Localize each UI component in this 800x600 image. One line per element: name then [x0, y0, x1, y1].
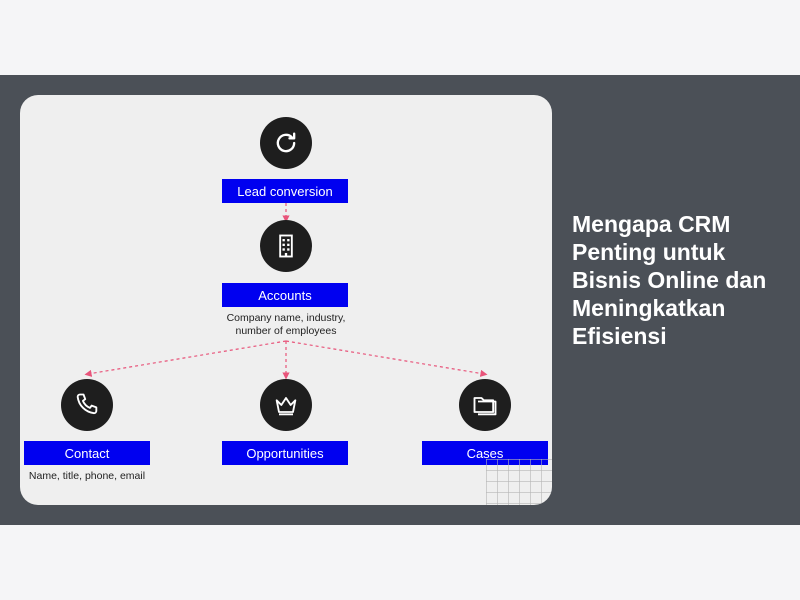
crown-icon [260, 379, 312, 431]
crm-diagram-card: Lead conversion Accounts Company name, i… [20, 95, 552, 505]
accounts-description: Company name, industry, number of employ… [226, 312, 346, 337]
building-icon [260, 220, 312, 272]
lead-conversion-box: Lead conversion [222, 179, 348, 203]
grid-decoration [486, 459, 552, 505]
folder-icon [459, 379, 511, 431]
connector-accounts-cases [285, 340, 488, 377]
page-title: Mengapa CRM Penting untuk Bisnis Online … [572, 211, 767, 349]
contact-box: Contact [24, 441, 150, 465]
connector-accounts-contact [84, 340, 287, 377]
refresh-icon [260, 117, 312, 169]
accounts-box: Accounts [222, 283, 348, 307]
contact-description: Name, title, phone, email [28, 470, 146, 482]
phone-icon [61, 379, 113, 431]
diagram-connectors [84, 203, 488, 380]
opportunities-box: Opportunities [222, 441, 348, 465]
